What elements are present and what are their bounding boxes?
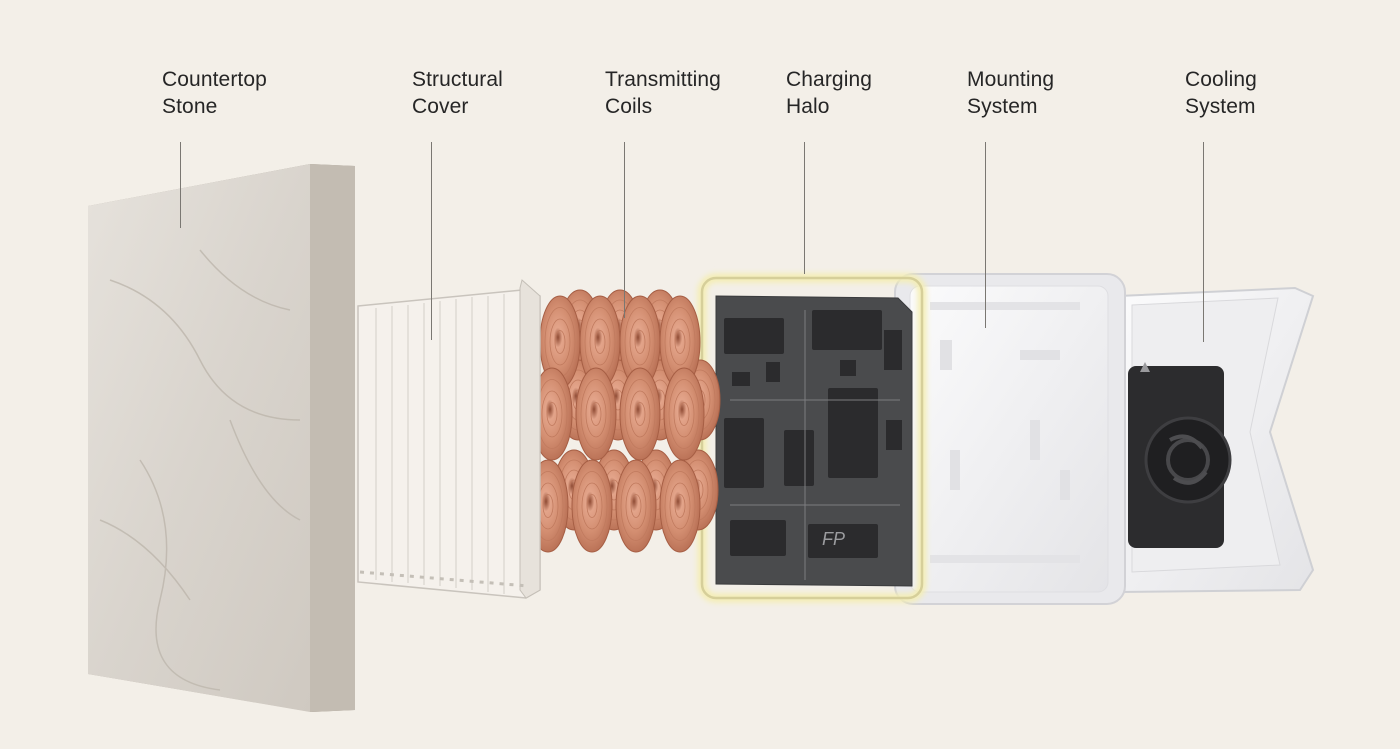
coil (571, 459, 613, 553)
label-countertop-stone: Countertop Stone (162, 66, 267, 120)
coil (575, 367, 617, 461)
coil-winding (673, 390, 695, 438)
leader-line-countertop-stone (180, 142, 181, 228)
leader-line-structural-cover (431, 142, 432, 340)
label-mounting-system-line2: System (967, 95, 1038, 118)
label-structural-cover-line1: Structural (412, 68, 503, 91)
label-countertop-stone-line1: Countertop (162, 68, 267, 91)
countertop-stone-part (88, 164, 355, 712)
mounting-system-part (894, 273, 1126, 605)
coil-winding (634, 330, 646, 354)
coil (615, 459, 657, 553)
coil-winding (664, 471, 696, 541)
coil-winding (554, 330, 566, 354)
coil-winding (678, 402, 690, 426)
label-transmitting-coils-line2: Coils (605, 95, 653, 118)
coil-winding (581, 482, 603, 530)
coil-winding (542, 494, 554, 518)
coil-winding (668, 379, 700, 449)
coil-winding (594, 330, 606, 354)
coil-winding (576, 471, 608, 541)
cooling-system-part (1117, 286, 1315, 594)
label-cooling-system-line2: System (1185, 95, 1256, 118)
label-countertop-stone-line2: Stone (162, 95, 218, 118)
coil-winding (669, 482, 691, 530)
label-charging-halo-line2: Halo (786, 95, 830, 118)
coil-winding (669, 318, 691, 366)
coil (619, 367, 661, 461)
coil-winding (634, 402, 646, 426)
label-charging-halo-line1: Charging (786, 68, 873, 91)
coil-winding (580, 379, 612, 449)
coil-winding (586, 494, 598, 518)
leader-line-transmitting-coils (624, 142, 625, 318)
label-structural-cover: Structural Cover (412, 66, 503, 120)
leader-line-mounting-system (985, 142, 986, 328)
coil-winding (589, 318, 611, 366)
label-cooling-system: Cooling System (1185, 66, 1257, 120)
label-transmitting-coils-line1: Transmitting (605, 68, 721, 91)
charging-halo-part (697, 273, 927, 603)
leader-line-cooling-system (1203, 142, 1204, 342)
coil-winding (541, 390, 563, 438)
coil (663, 367, 705, 461)
label-mounting-system-line1: Mounting (967, 68, 1055, 91)
coil-winding (629, 390, 651, 438)
coil-winding (549, 318, 571, 366)
label-cooling-system-line1: Cooling (1185, 68, 1257, 91)
board-marking: FP (822, 529, 845, 549)
coil (659, 459, 701, 553)
coil-winding (674, 494, 686, 518)
transmitting-coils-part (527, 289, 721, 553)
label-structural-cover-line2: Cover (412, 95, 469, 118)
label-charging-halo: Charging Halo (786, 66, 872, 120)
structural-cover-part (357, 279, 541, 599)
coil-winding (585, 390, 607, 438)
coil-winding (620, 471, 652, 541)
coil-winding (625, 482, 647, 530)
coil-winding (546, 402, 558, 426)
coil-winding (624, 379, 656, 449)
leader-line-charging-halo (804, 142, 805, 274)
coil-winding (629, 318, 651, 366)
coil-winding (674, 330, 686, 354)
coil-winding (630, 494, 642, 518)
label-transmitting-coils: Transmitting Coils (605, 66, 721, 120)
coil-winding (590, 402, 602, 426)
label-mounting-system: Mounting System (967, 66, 1054, 120)
